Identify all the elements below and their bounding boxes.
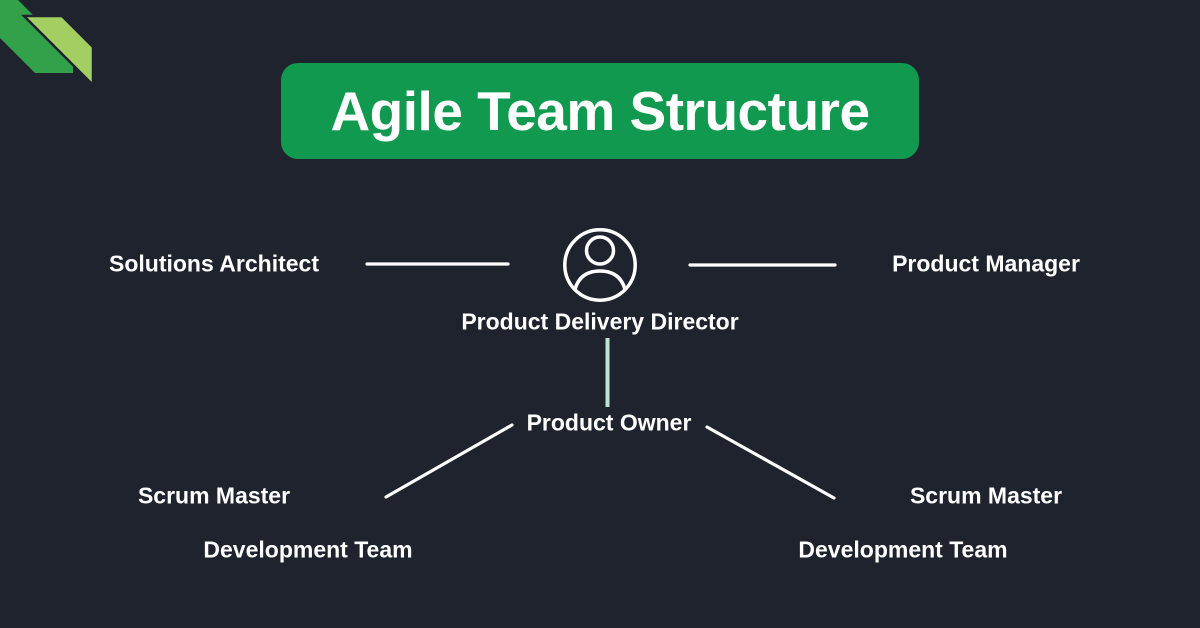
role-label-development-team-right: Development Team <box>798 536 1008 563</box>
ribbon-dark-stripe <box>0 0 73 73</box>
role-label-product-delivery-director: Product Delivery Director <box>461 308 739 335</box>
role-label-development-team-left: Development Team <box>203 536 413 563</box>
title-banner: Agile Team Structure <box>281 63 919 159</box>
corner-ribbon-decoration <box>0 0 95 89</box>
person-head <box>584 235 616 266</box>
person-shoulders <box>571 269 629 299</box>
role-label-scrum-master-right: Scrum Master <box>909 482 1063 509</box>
page-title: Agile Team Structure <box>330 80 870 142</box>
connector-owner-to-left-team <box>384 423 514 499</box>
person-outer-circle <box>563 228 637 302</box>
role-label-product-manager: Product Manager <box>892 250 1080 277</box>
ribbon-light-stripe <box>20 14 95 89</box>
role-label-product-owner: Product Owner <box>526 409 692 436</box>
role-label-solutions-architect: Solutions Architect <box>109 250 319 277</box>
role-label-scrum-master-left: Scrum Master <box>137 482 291 509</box>
connector-owner-to-right-team <box>705 425 836 500</box>
person-circle-icon <box>563 228 637 302</box>
